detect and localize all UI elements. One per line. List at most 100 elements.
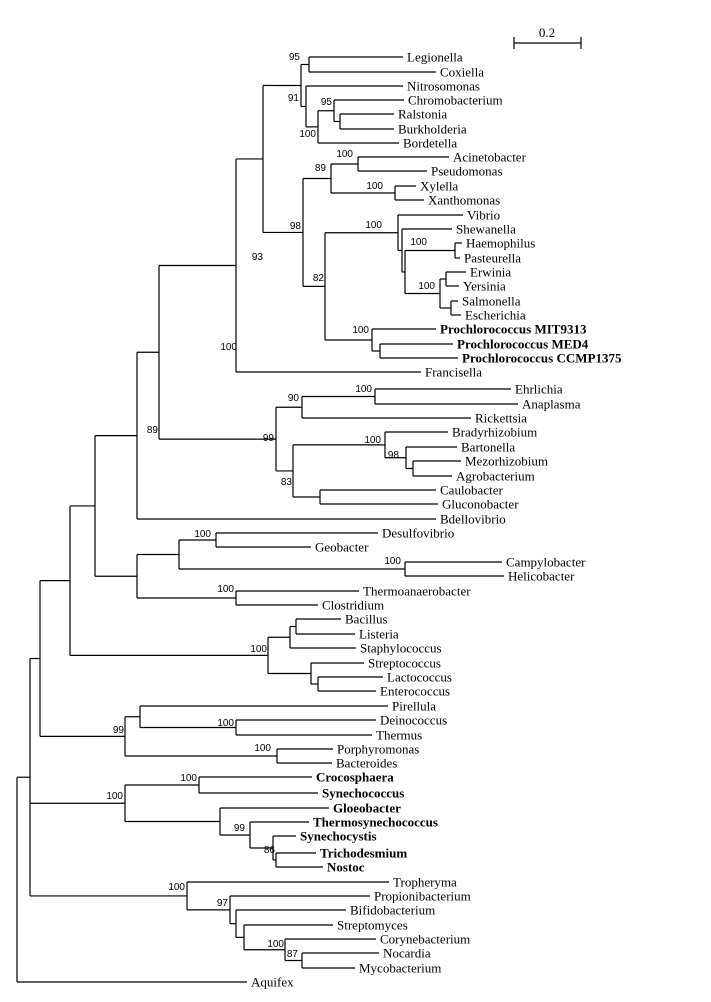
bootstrap-value: 100 — [254, 743, 271, 754]
leaf-label-xylella: Xylella — [420, 179, 458, 194]
leaf-label-synechocystis: Synechocystis — [300, 829, 377, 844]
tree-branches — [16, 56, 518, 983]
bootstrap-value: 100 — [180, 773, 197, 784]
bootstrap-value: 100 — [250, 644, 267, 655]
leaf-label-nitrosomonas: Nitrosomonas — [407, 79, 480, 94]
leaf-label-gluconobacter: Gluconobacter — [442, 497, 519, 512]
leaf-label-acinetobacter: Acinetobacter — [453, 150, 527, 165]
leaf-label-mezorhizobium: Mezorhizobium — [465, 454, 548, 469]
leaf-label-staphylococcus: Staphylococcus — [360, 641, 442, 656]
bootstrap-value: 99 — [234, 823, 246, 834]
leaf-label-bifidobacterium: Bifidobacterium — [350, 903, 435, 918]
bootstrap-value: 97 — [217, 898, 229, 909]
bootstrap-value: 90 — [288, 393, 300, 404]
leaf-label-shewanella: Shewanella — [456, 222, 516, 237]
leaf-label-deinococcus: Deinococcus — [380, 713, 447, 728]
bootstrap-value: 100 — [384, 556, 401, 567]
leaf-label-mycobacterium: Mycobacterium — [359, 961, 441, 976]
bootstrap-value: 91 — [288, 93, 300, 104]
bootstrap-value: 93 — [252, 252, 264, 263]
bootstrap-value: 100 — [217, 718, 234, 729]
bootstrap-value: 100 — [365, 220, 382, 231]
leaf-label-xanthomonas: Xanthomonas — [428, 193, 500, 208]
leaf-label-streptomyces: Streptomyces — [337, 918, 408, 933]
leaf-label-ralstonia: Ralstonia — [398, 107, 447, 122]
bootstrap-values: 95 91 95 100 100 89 100 98 100 100 100 82 100 93 100 90… — [106, 52, 435, 960]
leaf-label-pro-ccmp1375: Prochlorococcus CCMP1375 — [462, 351, 622, 366]
leaf-label-agrobacterium: Agrobacterium — [456, 469, 535, 484]
leaf-label-anaplasma: Anaplasma — [522, 397, 581, 412]
leaf-label-tropheryma: Tropheryma — [393, 875, 457, 890]
bootstrap-value: 100 — [168, 882, 185, 893]
leaf-label-thermoanaerobacter: Thermoanaerobacter — [363, 584, 471, 599]
leaf-label-erwinia: Erwinia — [470, 265, 511, 280]
bootstrap-value: 100 — [355, 384, 372, 395]
bootstrap-value: 89 — [315, 163, 327, 174]
bootstrap-value: 100 — [299, 129, 316, 140]
bootstrap-value: 95 — [289, 52, 301, 63]
leaf-label-gloeobacter: Gloeobacter — [333, 801, 401, 816]
bootstrap-value: 100 — [106, 791, 123, 802]
leaf-label-streptococcus: Streptococcus — [368, 656, 441, 671]
bootstrap-value: 100 — [220, 342, 237, 353]
leaf-label-vibrio: Vibrio — [467, 208, 500, 223]
bootstrap-value: 86 — [264, 845, 276, 856]
leaf-label-bacillus: Bacillus — [345, 612, 388, 627]
leaf-label-lactococcus: Lactococcus — [387, 670, 452, 685]
leaf-label-trichodesmium: Trichodesmium — [320, 846, 407, 861]
leaf-label-pasteurella: Pasteurella — [464, 251, 521, 266]
leaf-label-pirellula: Pirellula — [392, 699, 436, 714]
leaf-label-burkholderia: Burkholderia — [398, 122, 467, 137]
leaf-label-thermosynechococcus: Thermosynechococcus — [313, 815, 438, 830]
leaf-label-francisella: Francisella — [425, 365, 482, 380]
leaf-label-coxiella: Coxiella — [440, 65, 484, 80]
leaf-label-porphyromonas: Porphyromonas — [337, 742, 419, 757]
bootstrap-value: 87 — [287, 949, 299, 960]
leaf-label-bacteroides: Bacteroides — [336, 756, 397, 771]
leaf-label-rickettsia: Rickettsia — [475, 411, 527, 426]
leaf-label-nostoc: Nostoc — [327, 860, 365, 875]
leaf-label-chromobacterium: Chromobacterium — [408, 93, 503, 108]
bootstrap-value: 83 — [281, 477, 293, 488]
leaf-label-aquifex: Aquifex — [251, 975, 294, 990]
leaf-label-bartonella: Bartonella — [461, 440, 515, 455]
leaf-label-escherichia: Escherichia — [465, 308, 526, 323]
bootstrap-value: 100 — [364, 435, 381, 446]
leaf-label-campylobacter: Campylobacter — [506, 555, 586, 570]
leaf-label-pro-mit9313: Prochlorococcus MIT9313 — [440, 322, 587, 337]
leaf-label-synechococcus: Synechococcus — [322, 786, 404, 801]
leaf-label-thermus: Thermus — [376, 728, 422, 743]
bootstrap-value: 100 — [352, 325, 369, 336]
leaf-label-corynebacterium: Corynebacterium — [380, 932, 470, 947]
bootstrap-value: 82 — [313, 273, 325, 284]
leaf-label-ehrlichia: Ehrlichia — [515, 382, 563, 397]
leaf-label-caulobacter: Caulobacter — [440, 483, 503, 498]
scale-bar: 0.2 — [513, 25, 582, 49]
bootstrap-value: 99 — [263, 433, 275, 444]
leaf-label-bordetella: Bordetella — [403, 136, 457, 151]
leaf-label-bradyrhizobium: Bradyrhizobium — [452, 425, 537, 440]
bootstrap-value: 100 — [194, 529, 211, 540]
leaf-labels: LegionellaCoxiellaNitrosomonasChromobact… — [251, 50, 622, 990]
bootstrap-value: 100 — [366, 181, 383, 192]
leaf-label-geobacter: Geobacter — [315, 540, 369, 555]
leaf-label-pseudomonas: Pseudomonas — [431, 164, 503, 179]
leaf-label-bdellovibrio: Bdellovibrio — [440, 512, 506, 527]
bootstrap-value: 100 — [410, 237, 427, 248]
leaf-label-helicobacter: Helicobacter — [508, 569, 575, 584]
leaf-label-legionella: Legionella — [407, 50, 463, 65]
bootstrap-value: 100 — [418, 281, 435, 292]
leaf-label-haemophilus: Haemophilus — [466, 236, 535, 251]
bootstrap-value: 99 — [113, 725, 125, 736]
bootstrap-value: 95 — [321, 97, 333, 108]
bootstrap-value: 98 — [290, 221, 302, 232]
leaf-label-nocardia: Nocardia — [383, 946, 431, 961]
leaf-label-listeria: Listeria — [359, 627, 399, 642]
bootstrap-value: 100 — [336, 149, 353, 160]
leaf-label-salmonella: Salmonella — [462, 294, 521, 309]
leaf-label-propionibacterium: Propionibacterium — [374, 889, 471, 904]
bootstrap-value: 100 — [217, 584, 234, 595]
leaf-label-enterococcus: Enterococcus — [380, 684, 450, 699]
leaf-label-clostridium: Clostridium — [322, 598, 384, 613]
bootstrap-value: 100 — [267, 939, 284, 950]
